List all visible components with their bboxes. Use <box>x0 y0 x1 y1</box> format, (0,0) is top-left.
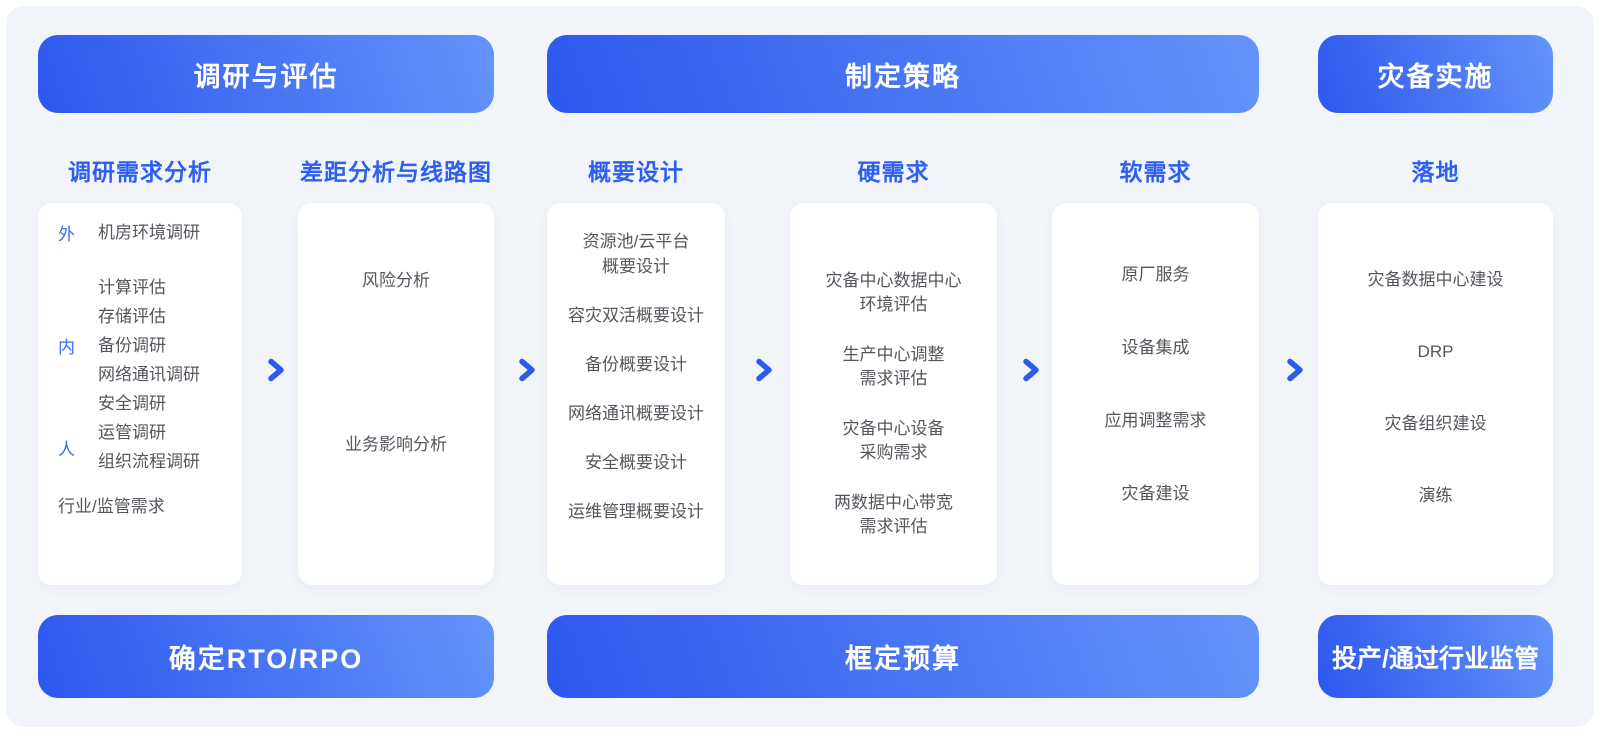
group-items: 机房环境调研 <box>98 218 200 247</box>
footer-bar-production-regulation: 投产/通过行业监管 <box>1318 615 1553 698</box>
column-title-soft-requirements: 软需求 <box>1119 159 1192 185</box>
group-items: 运管调研 组织流程调研 <box>98 418 200 476</box>
column-title-research-needs: 调研需求分析 <box>68 159 212 185</box>
card-item: 备份概要设计 <box>585 355 687 374</box>
card-item: 灾备建设 <box>1121 484 1190 503</box>
card-item: 存储评估 <box>98 307 166 326</box>
card-item: 灾备中心数据中心 环境评估 <box>825 271 962 314</box>
card-item: 容灾双活概要设计 <box>568 306 704 325</box>
right-arrow-icon <box>252 357 288 383</box>
process-grid: 调研与评估 制定策略 灾备实施 调研需求分析 差距分析与线路图 概要设计 硬需求… <box>38 35 1562 698</box>
stage-header-strategy: 制定策略 <box>547 35 1259 113</box>
right-arrow-icon <box>503 357 539 383</box>
right-arrow-icon <box>740 357 776 383</box>
card-item: 网络通讯调研 <box>98 365 200 384</box>
card-item: 业务影响分析 <box>345 435 447 454</box>
card-item: 设备集成 <box>1121 338 1190 357</box>
card-gap-analysis: 风险分析 业务影响分析 <box>298 203 494 585</box>
column-title-hard-requirements: 硬需求 <box>857 159 930 185</box>
card-item-industry-regulation: 行业/监管需求 <box>58 497 165 516</box>
card-item: 灾备组织建设 <box>1384 414 1487 433</box>
card-item: 原厂服务 <box>1121 265 1190 284</box>
card-item: DRP <box>1417 342 1454 361</box>
group-internal: 内 计算评估 存储评估 备份调研 网络通讯调研 安全调研 <box>58 273 232 418</box>
card-item: 安全调研 <box>98 394 166 413</box>
right-arrow-icon <box>1007 357 1043 383</box>
card-outline-design: 资源池/云平台 概要设计 容灾双活概要设计 备份概要设计 网络通讯概要设计 安全… <box>547 203 725 585</box>
group-label-people: 人 <box>58 439 75 459</box>
right-arrow-icon <box>1271 357 1307 383</box>
card-item: 灾备中心设备 采购需求 <box>842 419 945 462</box>
card-item: 生产中心调整 需求评估 <box>842 345 945 388</box>
card-research-needs: 外 机房环境调研 内 计算评估 存储评估 备份调研 网络通讯调研 安全调研 人 … <box>38 203 242 585</box>
stage-header-implementation: 灾备实施 <box>1318 35 1553 113</box>
card-hard-requirements: 灾备中心数据中心 环境评估 生产中心调整 需求评估 灾备中心设备 采购需求 两数… <box>790 203 997 585</box>
group-people: 人 运管调研 组织流程调研 <box>58 418 232 476</box>
card-item: 演练 <box>1418 486 1453 505</box>
card-item: 运维管理概要设计 <box>568 502 704 521</box>
card-item: 风险分析 <box>362 271 430 290</box>
group-label-internal: 内 <box>58 338 75 357</box>
card-item: 网络通讯概要设计 <box>568 404 704 423</box>
card-item: 运管调研 <box>98 423 166 442</box>
stage-header-research: 调研与评估 <box>38 35 494 113</box>
column-title-landing: 落地 <box>1411 159 1460 185</box>
group-items: 计算评估 存储评估 备份调研 网络通讯调研 安全调研 <box>98 273 200 418</box>
card-item: 资源池/云平台 概要设计 <box>582 232 690 276</box>
card-item: 两数据中心带宽 需求评估 <box>834 493 953 536</box>
card-item: 机房环境调研 <box>98 223 200 242</box>
card-item: 计算评估 <box>98 278 166 297</box>
card-soft-requirements: 原厂服务 设备集成 应用调整需求 灾备建设 <box>1052 203 1259 585</box>
footer-bar-budget: 框定预算 <box>547 615 1259 698</box>
card-item: 灾备数据中心建设 <box>1367 270 1504 289</box>
card-item: 应用调整需求 <box>1104 411 1207 430</box>
column-title-outline-design: 概要设计 <box>588 159 684 185</box>
card-landing: 灾备数据中心建设 DRP 灾备组织建设 演练 <box>1318 203 1553 585</box>
column-title-gap-analysis: 差距分析与线路图 <box>300 159 492 185</box>
process-diagram-panel: 调研与评估 制定策略 灾备实施 调研需求分析 差距分析与线路图 概要设计 硬需求… <box>6 6 1594 727</box>
card-item: 备份调研 <box>98 336 166 355</box>
group-label-external: 外 <box>58 225 75 244</box>
card-item: 安全概要设计 <box>585 453 687 472</box>
group-external: 外 机房环境调研 <box>58 218 232 247</box>
card-item: 组织流程调研 <box>98 452 200 471</box>
footer-bar-rto-rpo: 确定RTO/RPO <box>38 615 494 698</box>
